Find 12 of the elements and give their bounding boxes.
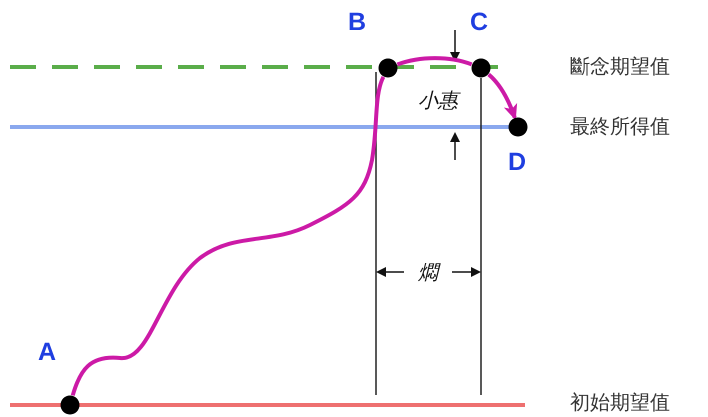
point-label: B	[348, 10, 366, 35]
point-dot	[508, 117, 528, 137]
point-label: D	[508, 150, 526, 175]
line-label: 最終所得值	[570, 116, 670, 136]
point-label: C	[470, 10, 488, 35]
point-dot	[471, 58, 491, 78]
point-dot	[60, 395, 80, 415]
point-dot	[378, 58, 398, 78]
curve-arrow	[487, 72, 517, 120]
line-label: 斷念期望值	[570, 56, 670, 76]
point-label: A	[38, 340, 56, 365]
line-label: 初始期望值	[570, 392, 670, 412]
